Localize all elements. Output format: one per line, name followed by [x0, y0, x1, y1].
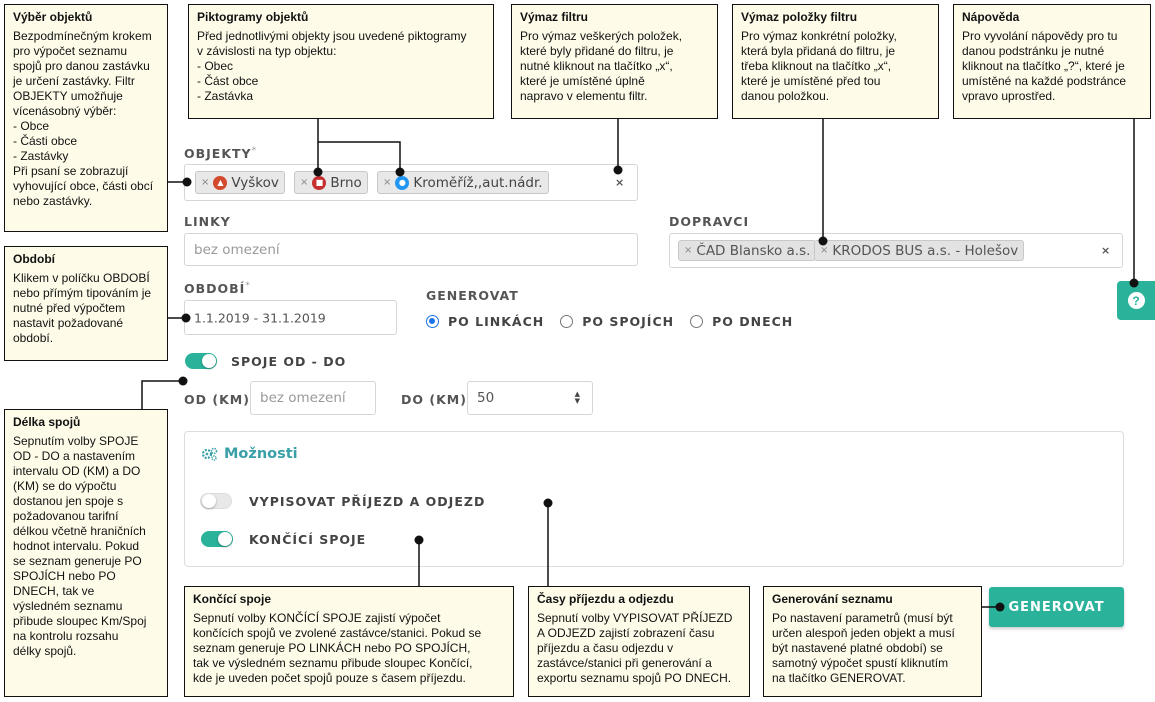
note-title: Délka spojů: [13, 415, 81, 429]
linky-label: LINKY: [184, 214, 231, 229]
tag-remove-icon[interactable]: ×: [300, 177, 309, 188]
note-title: Končící spoje: [193, 592, 272, 606]
note-body: Bezpodmínečným krokem pro výpočet seznam…: [13, 29, 154, 208]
radio-label: PO SPOJÍCH: [582, 314, 675, 329]
radio-button[interactable]: [426, 315, 439, 328]
spoje-od-do-label: SPOJE OD - DO: [231, 354, 347, 369]
radio-button[interactable]: [690, 315, 704, 328]
note-body: Po nastavení parametrů (musí být určen a…: [772, 611, 955, 685]
note-title: Výběr objektů: [13, 10, 93, 24]
note-body: Sepnutím volby SPOJE OD - DO a nastavení…: [13, 434, 147, 658]
tag-label: Vyškov: [231, 174, 279, 191]
dopravci-multiselect[interactable]: × ČAD Blansko a.s. × KRODOS BUS a.s. - H…: [669, 233, 1123, 268]
tag-label: ČAD Blansko a.s.: [696, 242, 811, 259]
moznosti-title-text: Možnosti: [224, 446, 298, 462]
note-body: Pro výmaz konkrétní položky, která byla …: [741, 29, 897, 103]
stepper-icon[interactable]: ▲▼: [574, 390, 580, 405]
note-piktogramy: Piktogramy objektů Před jednotlivými obj…: [188, 4, 494, 119]
note-body: Pro vyvolání nápovědy pro tu danou podst…: [962, 29, 1127, 103]
note-koncici-spoje: Končící spoje Sepnutí volby KONČÍCÍ SPOJ…: [184, 586, 514, 697]
od-km-input[interactable]: bez omezení: [250, 381, 376, 415]
note-napoveda: Nápověda Pro vyvolání nápovědy pro tu da…: [953, 4, 1151, 119]
do-km-input[interactable]: 50 ▲▼: [467, 381, 593, 415]
dopravci-label: DOPRAVCI: [669, 214, 750, 229]
note-body: Sepnutí volby KONČÍCÍ SPOJE zajistí výpo…: [193, 611, 482, 685]
tag-zastavka: × ● Kroměříž,,aut.nádr.: [377, 171, 549, 194]
moznosti-title[interactable]: Možnosti: [201, 446, 298, 462]
vypisovat-label: VYPISOVAT PŘÍJEZD A ODJEZD: [249, 494, 486, 509]
note-casy: Časy příjezdu a odjezdu Sepnutí volby VY…: [528, 586, 750, 697]
obdobi-value: 1.1.2019 - 31.1.2019: [194, 310, 326, 325]
tag-label: Brno: [330, 174, 362, 191]
tag-label: KRODOS BUS a.s. - Holešov: [832, 242, 1019, 259]
linky-placeholder: bez omezení: [194, 241, 280, 258]
note-title: Období: [13, 252, 55, 266]
clear-all-icon[interactable]: ×: [615, 176, 625, 189]
koncici-label: KONČÍCÍ SPOJE: [249, 532, 367, 547]
od-km-label: OD (KM): [184, 392, 250, 407]
note-title: Generování seznamu: [772, 592, 893, 606]
obdobi-label: OBDOBÍ*: [184, 281, 251, 297]
generovat-radio-group: PO LINKÁCH PO SPOJÍCH PO DNECH: [426, 314, 809, 329]
note-title: Časy příjezdu a odjezdu: [537, 592, 674, 606]
note-obdobi: Období Klikem v políčku OBDOBÍ nebo přím…: [4, 246, 168, 361]
tag-dopravce: × ČAD Blansko a.s.: [678, 240, 817, 261]
note-vymaz-filtru: Výmaz filtru Pro výmaz veškerých položek…: [511, 4, 718, 119]
tag-remove-icon[interactable]: ×: [684, 245, 693, 256]
radio-label: PO LINKÁCH: [448, 314, 545, 329]
obdobi-input[interactable]: 1.1.2019 - 31.1.2019: [184, 300, 397, 335]
do-km-label: DO (KM): [401, 392, 467, 407]
vypisovat-toggle[interactable]: [200, 493, 232, 509]
radio-label: PO DNECH: [712, 314, 794, 329]
radio-po-spojich[interactable]: PO SPOJÍCH: [560, 314, 674, 329]
objekty-multiselect[interactable]: × ▲ Vyškov × ■ Brno × ● Kroměříž,,aut.ná…: [184, 164, 638, 201]
tag-remove-icon[interactable]: ×: [820, 245, 829, 256]
note-title: Výmaz položky filtru: [741, 10, 858, 24]
radio-po-dnech[interactable]: PO DNECH: [690, 314, 793, 329]
note-body: Sepnutí volby VYPISOVAT PŘÍJEZD A ODJEZD…: [537, 611, 733, 685]
note-generovani: Generování seznamu Po nastavení parametr…: [763, 586, 982, 697]
gears-icon: [201, 447, 218, 461]
note-title: Nápověda: [962, 10, 1020, 24]
note-body: Před jednotlivými objekty jsou uvedené p…: [197, 29, 467, 103]
bus-stop-icon: ●: [395, 175, 410, 190]
tag-obec: × ▲ Vyškov: [195, 171, 285, 194]
town-icon: ▲: [213, 175, 228, 190]
note-vyber-objektu: Výběr objektů Bezpodmínečným krokem pro …: [4, 4, 168, 232]
question-icon: ?: [1127, 292, 1145, 309]
generovat-label: GENEROVAT: [426, 288, 519, 303]
help-button[interactable]: ?: [1117, 281, 1155, 320]
moznosti-panel: Možnosti: [184, 431, 1124, 567]
generate-button[interactable]: GENEROVAT: [989, 587, 1124, 627]
tag-remove-icon[interactable]: ×: [383, 177, 392, 188]
note-vymaz-polozky: Výmaz položky filtru Pro výmaz konkrétní…: [732, 4, 939, 119]
tag-remove-icon[interactable]: ×: [201, 177, 210, 188]
od-km-placeholder: bez omezení: [260, 390, 346, 406]
tag-dopravce: × KRODOS BUS a.s. - Holešov: [814, 240, 1025, 261]
note-delka-spoju: Délka spojů Sepnutím volby SPOJE OD - DO…: [4, 409, 168, 697]
objekty-label: OBJEKTY*: [184, 146, 258, 162]
note-body: Pro výmaz veškerých položek, které byly …: [520, 29, 683, 103]
note-title: Piktogramy objektů: [197, 10, 309, 24]
clear-all-icon[interactable]: ×: [1101, 244, 1111, 257]
radio-po-linkach[interactable]: PO LINKÁCH: [426, 314, 544, 329]
linky-input[interactable]: bez omezení: [184, 233, 638, 266]
spoje-od-do-toggle[interactable]: [185, 353, 217, 369]
koncici-toggle[interactable]: [201, 531, 233, 547]
radio-button[interactable]: [560, 315, 574, 328]
tag-cast-obce: × ■ Brno: [294, 171, 368, 194]
tag-label: Kroměříž,,aut.nádr.: [413, 174, 543, 191]
do-km-value: 50: [477, 390, 495, 406]
town-part-icon: ■: [312, 175, 327, 190]
note-body: Klikem v políčku OBDOBÍ nebo přímým tipo…: [13, 271, 152, 345]
note-title: Výmaz filtru: [520, 10, 589, 24]
